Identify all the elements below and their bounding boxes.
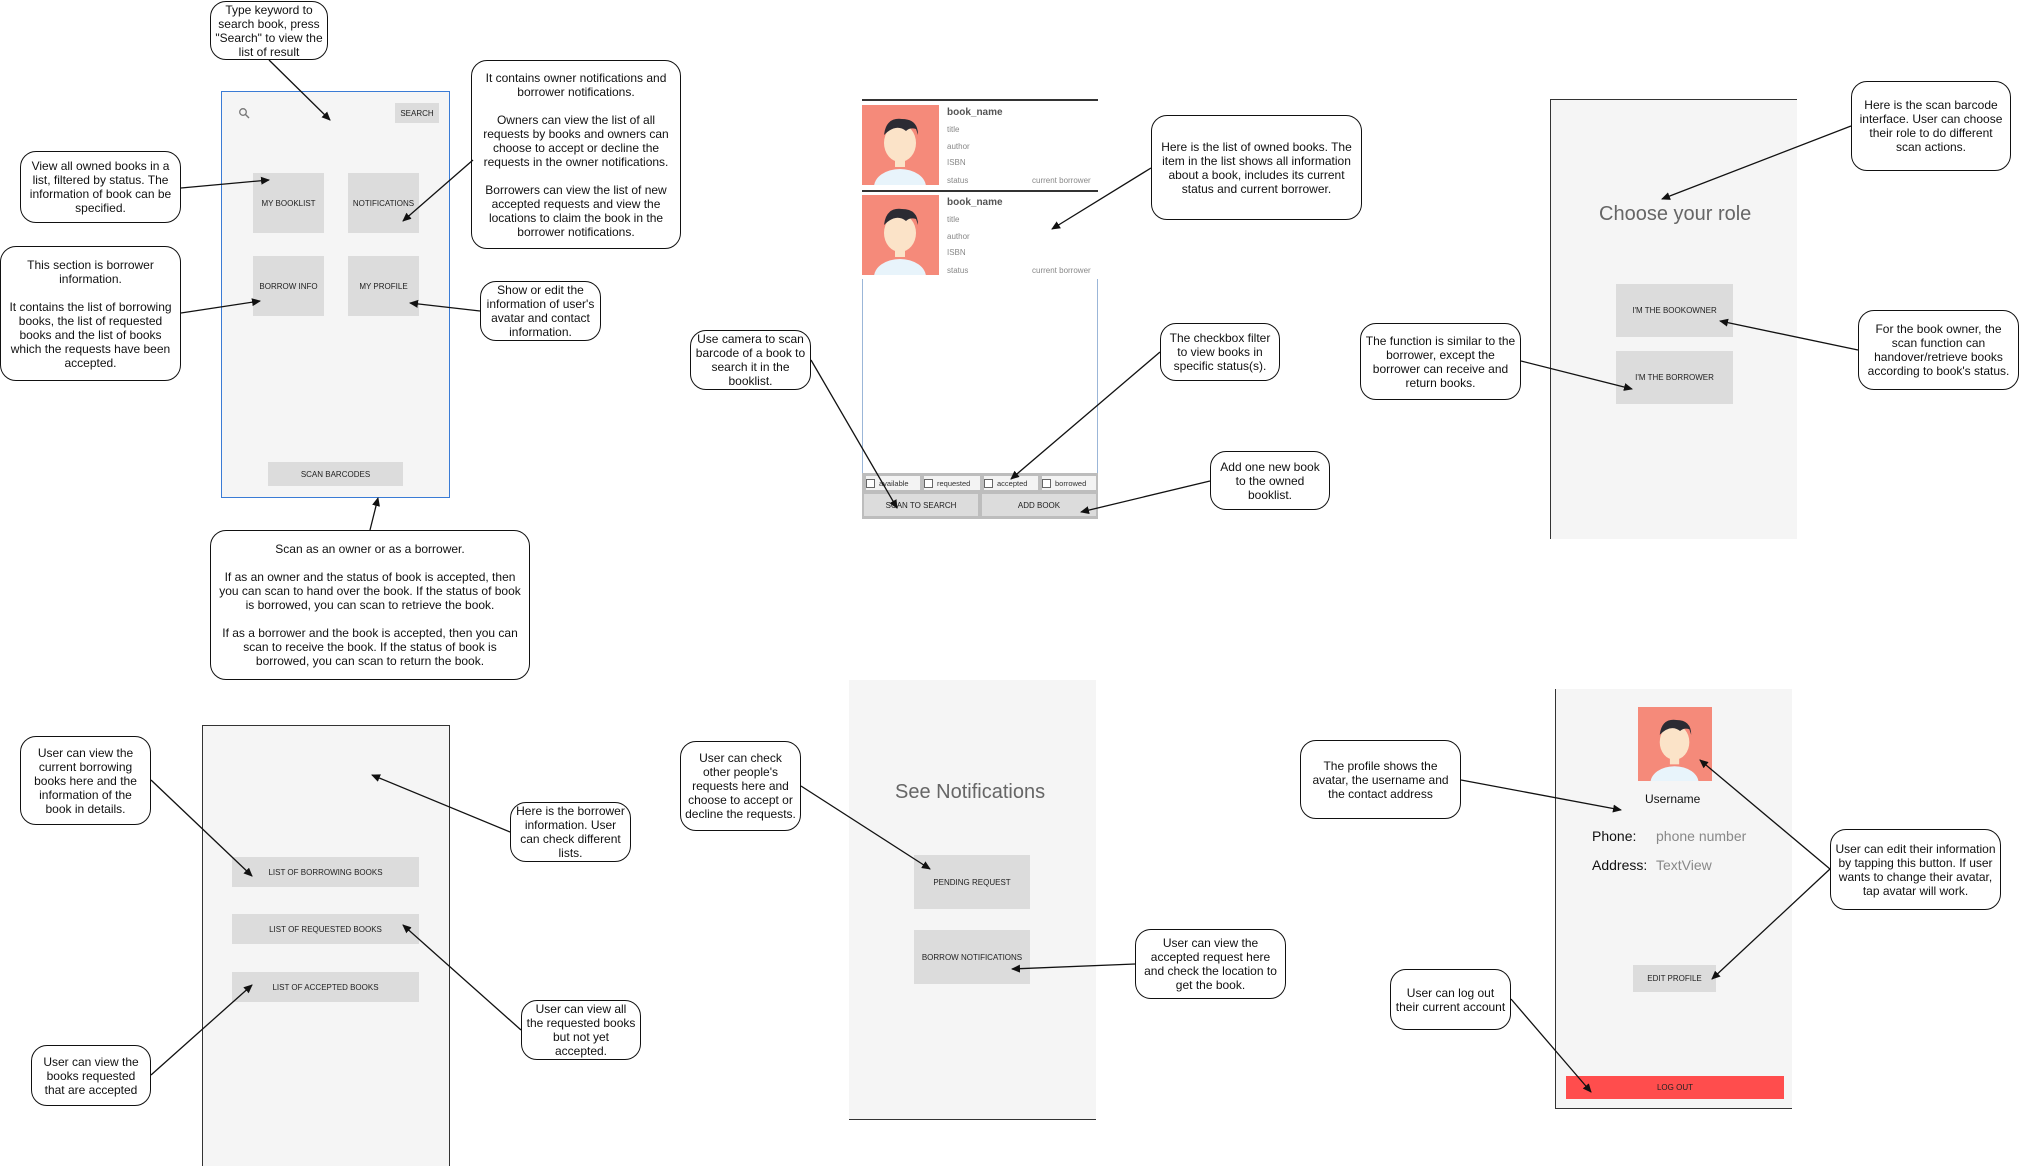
callout-camera: Use camera to scan barcode of a book to … <box>690 330 811 390</box>
booklist-screen: book_name title author ISBN status curre… <box>862 99 1098 519</box>
book-author: author <box>947 142 970 151</box>
borrow-info-button[interactable]: BORROW INFO <box>253 256 324 316</box>
callout-edit-info: User can edit their information by tappi… <box>1830 829 2001 910</box>
profile-screen: Username Phone: phone number Address: Te… <box>1555 689 1792 1109</box>
borrow-notifications-button[interactable]: BORROW NOTIFICATIONS <box>914 930 1030 984</box>
address-value: TextView <box>1656 857 1712 873</box>
profile-avatar[interactable] <box>1638 707 1712 781</box>
callout-borrower-role: The function is similar to the borrower,… <box>1360 323 1521 400</box>
filter-label: borrowed <box>1055 478 1087 488</box>
filter-label: accepted <box>997 478 1028 488</box>
callout-accepted-req: User can view the books requested that a… <box>31 1045 151 1106</box>
booklist-top-divider <box>862 99 1098 101</box>
callout-scan-interface: Here is the scan barcode interface. User… <box>1851 81 2011 171</box>
borrower-button[interactable]: I'M THE BORROWER <box>1616 351 1733 404</box>
callout-notifications: It contains owner notifications and borr… <box>471 60 681 249</box>
phone-value: phone number <box>1656 828 1747 844</box>
callout-current-borrow: User can view the current borrowing book… <box>20 736 151 825</box>
book-isbn: ISBN <box>947 248 966 257</box>
notifications-title: See Notifications <box>895 781 1046 803</box>
callout-owned-list: Here is the list of owned books. The ite… <box>1151 115 1362 220</box>
main-menu-screen: SEARCH MY BOOKLIST NOTIFICATIONS BORROW … <box>221 91 450 498</box>
search-icon[interactable] <box>238 106 250 124</box>
filter-bar: available requested accepted borrowed SC… <box>862 473 1098 519</box>
callout-scan: Scan as an owner or as a borrower. If as… <box>210 530 530 680</box>
filter-accepted[interactable]: accepted <box>984 476 1038 490</box>
requested-books-button[interactable]: LIST OF REQUESTED BOOKS <box>232 914 419 944</box>
book-borrower: current borrower <box>1032 176 1091 185</box>
arrow <box>369 497 380 531</box>
filter-borrowed[interactable]: borrowed <box>1042 476 1096 490</box>
book-isbn: ISBN <box>947 158 966 167</box>
edit-profile-button[interactable]: EDIT PROFILE <box>1633 965 1716 992</box>
choose-role-screen: Choose your role I'M THE BOOKOWNER I'M T… <box>1550 99 1797 539</box>
arrow <box>1080 480 1211 515</box>
callout-logout: User can log out their current account <box>1390 969 1511 1030</box>
callout-booklist: View all owned books in a list, filtered… <box>20 151 181 223</box>
accepted-books-button[interactable]: LIST OF ACCEPTED BOOKS <box>232 972 419 1002</box>
book-author: author <box>947 232 970 241</box>
borrow-info-screen: LIST OF BORROWING BOOKS LIST OF REQUESTE… <box>202 725 450 1166</box>
book-avatar <box>862 105 939 185</box>
filter-label: available <box>879 478 909 488</box>
checkbox-icon <box>866 478 875 488</box>
filter-requested[interactable]: requested <box>924 476 980 490</box>
my-booklist-button[interactable]: MY BOOKLIST <box>253 173 324 233</box>
checkbox-icon <box>1042 478 1051 488</box>
notifications-screen: See Notifications PENDING REQUEST BORROW… <box>849 680 1096 1120</box>
filter-available[interactable]: available <box>866 476 920 490</box>
search-button[interactable]: SEARCH <box>395 103 439 123</box>
booklist-item[interactable]: book_name title author ISBN status curre… <box>862 105 1098 189</box>
book-name: book_name <box>947 197 1003 208</box>
callout-profile-shows: The profile shows the avatar, the userna… <box>1300 740 1461 819</box>
scan-to-search-button[interactable]: SCAN TO SEARCH <box>864 494 978 516</box>
callout-profile: Show or edit the information of user's a… <box>480 281 601 341</box>
callout-checkbox: The checkbox filter to view books in spe… <box>1160 323 1280 381</box>
callout-requested: User can view all the requested books bu… <box>521 1000 641 1060</box>
borrowing-books-button[interactable]: LIST OF BORROWING BOOKS <box>232 857 419 887</box>
checkbox-icon <box>984 478 993 488</box>
callout-addbook: Add one new book to the owned booklist. <box>1210 451 1330 510</box>
book-title: title <box>947 125 960 134</box>
pending-request-button[interactable]: PENDING REQUEST <box>914 855 1030 909</box>
callout-borrow-info: This section is borrower information. It… <box>0 246 181 381</box>
book-name: book_name <box>947 107 1003 118</box>
callout-owner-role: For the book owner, the scan function ca… <box>1858 310 2019 390</box>
book-status: status <box>947 266 969 275</box>
callout-borrower-info: Here is the borrower information. User c… <box>510 802 631 862</box>
callout-accepted-loc: User can view the accepted request here … <box>1135 929 1286 999</box>
phone-label: Phone: <box>1592 828 1637 844</box>
book-avatar <box>862 195 939 275</box>
profile-username: Username <box>1645 792 1701 806</box>
choose-role-title: Choose your role <box>1599 203 1752 225</box>
notifications-button[interactable]: NOTIFICATIONS <box>348 173 419 233</box>
checkbox-icon <box>924 478 933 488</box>
filter-label: requested <box>937 478 971 488</box>
booklist-divider <box>862 190 1098 192</box>
add-book-button[interactable]: ADD BOOK <box>982 494 1096 516</box>
book-borrower: current borrower <box>1032 266 1091 275</box>
my-profile-button[interactable]: MY PROFILE <box>348 256 419 316</box>
booklist-empty-area <box>862 279 1098 473</box>
bookowner-button[interactable]: I'M THE BOOKOWNER <box>1616 284 1733 337</box>
logout-button[interactable]: LOG OUT <box>1566 1076 1784 1099</box>
scan-barcodes-button[interactable]: SCAN BARCODES <box>268 462 403 486</box>
book-status: status <box>947 176 969 185</box>
booklist-item[interactable]: book_name title author ISBN status curre… <box>862 195 1098 279</box>
callout-others-req: User can check other people's requests h… <box>680 741 801 831</box>
callout-search: Type keyword to search book, press "Sear… <box>210 1 328 60</box>
address-label: Address: <box>1592 857 1648 873</box>
book-title: title <box>947 215 960 224</box>
